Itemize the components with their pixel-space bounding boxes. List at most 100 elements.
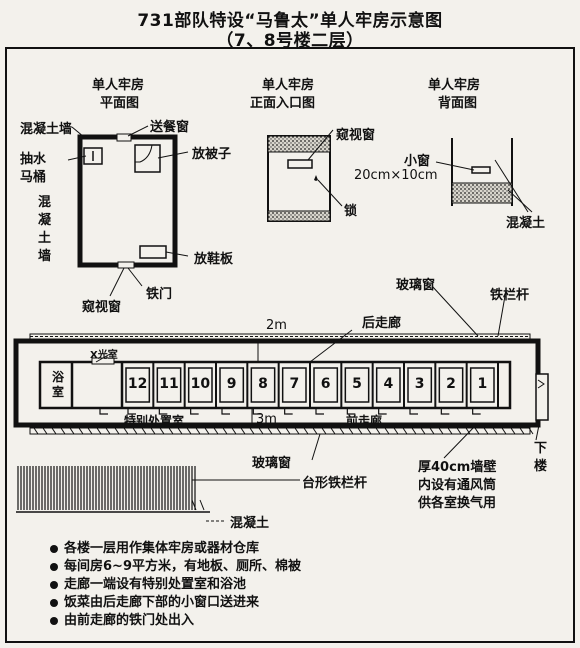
label-window-size: 20cm×10cm [354, 168, 438, 183]
cell-door [158, 408, 168, 415]
cell-door [252, 408, 262, 415]
note-item: 每间房6~9平方米，有地板、厕所、棉被 [50, 558, 301, 576]
back-heading-2: 背面图 [438, 96, 478, 111]
label-iron-railing-top: 铁栏杆 [490, 288, 530, 303]
cell-number: 3 [414, 376, 425, 392]
cell-front-view [267, 129, 343, 222]
cell-door [315, 408, 324, 415]
lock-symbol [314, 175, 318, 181]
notes-list: 各楼一层用作集体牢房或器材仓库 每间房6~9平方米，有地板、厕所、棉被 走廊一端… [50, 540, 301, 630]
cell-room [438, 367, 464, 403]
cell-room [125, 367, 151, 403]
outer-frame [5, 47, 575, 643]
label-front-corridor: 前走廊 [346, 414, 383, 428]
label-peephole-plan: 窥视窗 [82, 300, 122, 315]
label-iron-door: 铁门 [146, 287, 173, 302]
cell-door [284, 408, 293, 415]
label-flush-toilet-1: 抽水 [20, 152, 47, 167]
bottom-glass-strip [29, 427, 531, 435]
label-glass-window-top: 玻璃窗 [396, 278, 436, 293]
cell-number: 1 [477, 376, 488, 392]
label-bathroom: 浴 室 [52, 370, 65, 399]
label-terrace-railing: 台形铁栏杆 [302, 476, 368, 491]
label-concrete-wall: 混凝土墙 [20, 122, 73, 137]
shoe-board [139, 245, 167, 259]
cell-number: 9 [226, 376, 237, 392]
cell-room [469, 367, 495, 403]
cell-number: 6 [320, 376, 331, 392]
cell-door [190, 408, 199, 415]
cell-block [38, 360, 512, 410]
cell-room [281, 367, 307, 403]
label-peephole-front: 窥视窗 [336, 128, 376, 143]
cell-door [221, 408, 230, 415]
cell-room [219, 367, 245, 403]
meal-window-gap [116, 133, 132, 142]
cell-dividers [121, 362, 499, 408]
label-wall-note-1: 厚40cm墙壁 [418, 460, 497, 475]
cell-number: 4 [383, 376, 394, 392]
cell-doors [127, 408, 481, 415]
label-xray-room: X光室 [90, 350, 118, 361]
cell-number: 8 [258, 376, 268, 392]
cell-room [375, 367, 401, 403]
label-shoe-board: 放鞋板 [194, 252, 234, 267]
cell-door [440, 408, 450, 415]
front-heading-2: 正面入口图 [250, 96, 316, 111]
cell-number: 10 [190, 376, 211, 392]
cell-number: 11 [159, 376, 179, 392]
label-rear-corridor: 后走廊 [362, 316, 402, 331]
back-heading-1: 单人牢房 [428, 78, 481, 93]
cell-number: 2 [446, 376, 456, 392]
iron-door-gap [117, 261, 135, 269]
plan-heading-2: 平面图 [100, 96, 140, 111]
cell-door [346, 408, 356, 415]
diagram-subtitle: （7、8号楼二层） [216, 31, 364, 51]
label-glass-window-bottom: 玻璃窗 [252, 456, 292, 471]
note-item: 由前走廊的铁门处出入 [50, 612, 301, 630]
cell-room [187, 367, 213, 403]
cell-room [407, 367, 433, 403]
note-item: 走廊一端设有特别处置室和浴池 [50, 576, 301, 594]
cell-room [250, 367, 276, 403]
cell-number: 5 [352, 376, 362, 392]
cell-number: 12 [127, 376, 148, 392]
quilt-shelf [134, 144, 161, 173]
cell-room [313, 367, 339, 403]
cell-door [472, 408, 481, 415]
cell-plan-view [67, 125, 189, 297]
front-peephole [287, 159, 313, 169]
stair-area [535, 373, 549, 421]
cell-room [344, 367, 370, 403]
front-heading-1: 单人牢房 [262, 78, 315, 93]
label-flush-toilet-2: 马桶 [20, 170, 47, 185]
label-lock: 锁 [344, 204, 358, 219]
floor-plan [13, 285, 549, 522]
label-concrete-back: 混凝土 [506, 216, 546, 231]
note-item: 各楼一层用作集体牢房或器材仓库 [50, 540, 301, 558]
cell-door [127, 408, 136, 415]
back-small-window [471, 166, 491, 174]
note-item: 饭菜由后走廊下部的小窗口送进来 [50, 594, 301, 612]
label-downstairs: 下 楼 [534, 441, 548, 474]
label-meal-window: 送餐窗 [150, 120, 190, 135]
label-small-window: 小窗 [404, 154, 431, 169]
cell-number: 7 [289, 376, 300, 392]
label-wall-note-2: 内设有通风筒 [418, 478, 497, 493]
cell-door [409, 408, 418, 415]
cell-door [378, 408, 387, 415]
terrace-railing-hatch [17, 466, 196, 510]
label-3m: 3m [256, 412, 277, 427]
label-side-wall: 混 凝 土 墙 [38, 195, 52, 264]
cell-room [156, 367, 182, 403]
diagram-title: 731部队特设“马鲁太”单人牢房示意图 [137, 11, 443, 31]
plan-heading-1: 单人牢房 [92, 78, 145, 93]
label-concrete-floor: 混凝土 [230, 516, 270, 531]
label-special-room: 特别处置室 [124, 414, 185, 428]
label-quilt: 放被子 [192, 147, 232, 162]
label-2m: 2m [266, 318, 287, 333]
cell-back-view [435, 138, 533, 213]
label-wall-note-3: 供各室换气用 [418, 496, 497, 511]
